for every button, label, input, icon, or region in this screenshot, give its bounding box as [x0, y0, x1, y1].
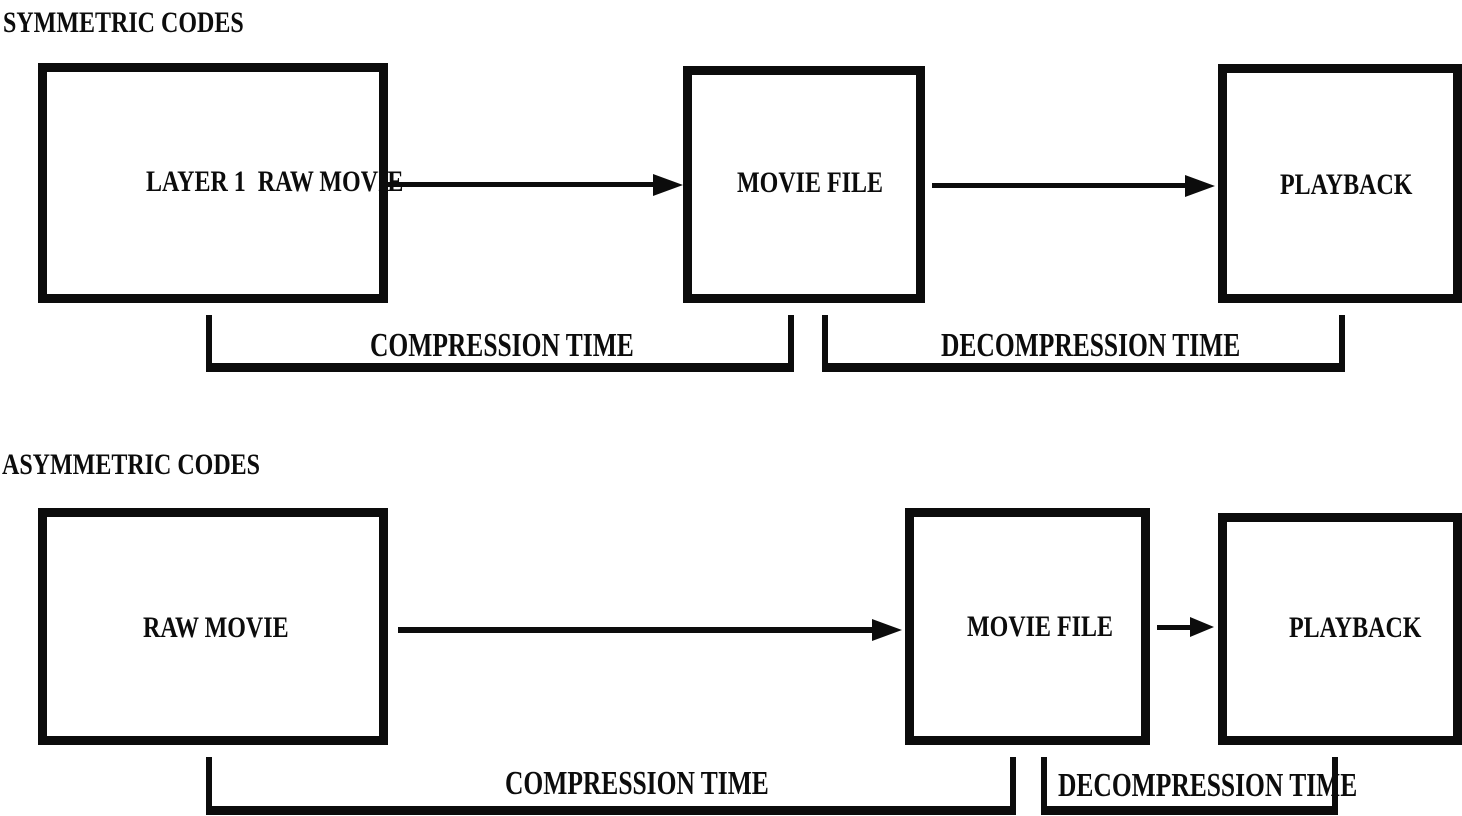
box-sym-movie-file-label: MOVIE FILE [737, 166, 884, 199]
bracket-sym-decompression-label: DECOMPRESSION TIME [941, 327, 1241, 364]
box-asym-playback [1218, 513, 1462, 745]
box-sym-raw-movie-label: LAYER 1 RAW MOVIE [146, 165, 404, 198]
bracket-sym-decompression [822, 315, 1345, 372]
bracket-sym-compression-label: COMPRESSION TIME [370, 327, 634, 364]
box-asym-raw-movie-label: RAW MOVIE [143, 611, 289, 644]
arrow-sym-file-to-playback-head-icon [1185, 175, 1215, 197]
bracket-sym-compression [206, 315, 794, 372]
box-sym-playback [1218, 64, 1462, 303]
box-asym-movie-file-label: MOVIE FILE [967, 610, 1114, 643]
arrow-sym-raw-to-file-line [388, 182, 658, 187]
box-asym-playback-label: PLAYBACK [1289, 611, 1422, 644]
bracket-asym-decompression [1041, 757, 1338, 815]
section-title-symmetric-codes: SYMMETRIC CODES [3, 6, 244, 39]
arrow-asym-file-to-playback-line [1157, 625, 1195, 630]
box-sym-playback-label: PLAYBACK [1280, 168, 1413, 201]
box-asym-raw-movie [38, 508, 388, 745]
box-sym-raw-movie [38, 63, 388, 303]
box-sym-movie-file [683, 66, 925, 303]
bracket-asym-compression-label: COMPRESSION TIME [505, 765, 769, 802]
bracket-asym-decompression-label: DECOMPRESSION TIME [1058, 767, 1358, 804]
arrow-sym-file-to-playback-line [932, 183, 1187, 188]
arrow-asym-file-to-playback-head-icon [1190, 617, 1214, 637]
bracket-asym-compression [206, 757, 1016, 815]
arrow-asym-raw-to-file-line [398, 627, 872, 633]
arrow-sym-raw-to-file-head-icon [653, 174, 683, 196]
arrow-asym-raw-to-file-head-icon [872, 619, 902, 641]
section-title-asymmetric-codes: ASYMMETRIC CODES [2, 448, 261, 481]
box-asym-movie-file [905, 508, 1150, 745]
